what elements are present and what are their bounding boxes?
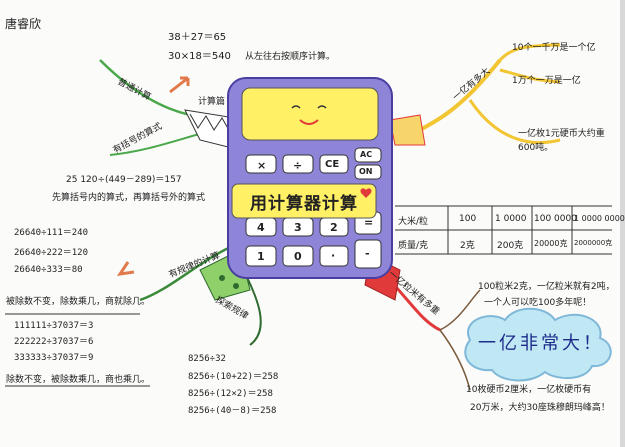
key-equals: = <box>364 216 374 229</box>
key-0: 0 <box>294 250 302 263</box>
center-title: 用计算器计算 <box>250 193 358 214</box>
key-2: 2 <box>330 221 338 234</box>
table-header-1: 100 <box>459 214 477 224</box>
arrow-down-icon <box>116 261 135 276</box>
branch-ordinary-line <box>99 59 241 122</box>
table-cell-1: 2克 <box>460 241 475 251</box>
rice-table-grid <box>395 205 612 255</box>
ordinary-line-1: 38＋27＝65 <box>168 32 227 43</box>
billion-fact-3: 一亿枚1元硬币大约重600吨。 <box>518 129 605 153</box>
division-c-line-1: 8256÷32 <box>188 354 226 364</box>
key-minus: - <box>365 247 370 260</box>
division-b-line-1: 111111÷37037＝3 <box>14 321 94 331</box>
ordinary-line-2: 30×18＝540 <box>168 51 231 62</box>
key-divide: ÷ <box>293 159 303 172</box>
author-name: 唐睿欣 <box>5 17 42 31</box>
division-a-rule: 被除数不变，除数乘几，商就除几。 <box>6 297 151 307</box>
key-multiply: × <box>257 159 267 172</box>
key-4: 4 <box>257 221 265 234</box>
brackets-line: 25 120÷(449－289)＝157 <box>66 175 182 185</box>
heart-icon <box>360 188 372 198</box>
label-calc-chapter: 计算篇 <box>198 97 226 107</box>
calculator-keys <box>245 147 382 269</box>
division-a-line-1: 26640÷111＝240 <box>14 228 89 238</box>
division-b-line-2: 222222÷37037＝6 <box>14 337 94 347</box>
heart-pattern-shape <box>389 114 426 146</box>
cloud-text: 一亿非常大！ <box>478 333 604 354</box>
table-header-4: 1 0000 0000 <box>574 214 625 223</box>
table-cell-3: 20000克 <box>534 239 568 248</box>
key-on: ON <box>359 167 373 176</box>
table-cell-2: 200克 <box>497 241 524 251</box>
division-c-line-4: 8256÷(40－8)＝258 <box>188 406 277 416</box>
cloud-shape <box>464 307 612 382</box>
division-a-line-2: 26640÷222＝120 <box>14 248 89 258</box>
billion-fact-2: 1万个一万是一亿 <box>512 76 581 86</box>
division-a-line-3: 26640÷333＝80 <box>14 265 83 275</box>
table-cell-4: 2000000克 <box>574 239 613 247</box>
division-b-rule: 除数不变，被除数乘几，商也乘几。 <box>6 375 151 385</box>
key-ce: CE <box>325 159 340 170</box>
coin-note-2: 20万米，大约30座珠穆朗玛峰高！ <box>470 403 610 413</box>
billion-fact-1: 10个一千万是一个亿 <box>512 43 596 53</box>
coin-note-1: 10枚硬币2厘米，一亿枚硬币有 <box>466 385 592 395</box>
rice-note-1: 100粒米2克，一亿粒米就有2吨， <box>478 282 615 292</box>
brackets-note: 先算括号内的算式，再算括号外的算式 <box>52 193 206 203</box>
calculator-screen <box>241 87 379 141</box>
division-b-line-3: 333333÷37037＝9 <box>14 353 94 363</box>
table-header-3: 100 0000 <box>534 214 577 224</box>
rice-note-2: 一个人可以吃100多年呢！ <box>484 298 592 308</box>
smile-icon <box>299 119 319 125</box>
key-ac: AC <box>360 150 373 159</box>
key-3: 3 <box>294 221 302 234</box>
table-row-label: 质量/克 <box>398 241 429 251</box>
table-header-rice: 大米/粒 <box>398 217 429 227</box>
table-header-2: 1 0000 <box>495 214 527 224</box>
title-banner <box>231 183 377 219</box>
division-c-line-2: 8256÷(10+22)＝258 <box>188 372 279 382</box>
key-dot: · <box>331 249 336 262</box>
ordinary-note: 从左往右按顺序计算。 <box>245 52 336 62</box>
division-c-line-3: 8256÷(12×2)＝258 <box>188 389 273 399</box>
key-1: 1 <box>257 250 265 263</box>
arrow-up-icon <box>169 76 190 94</box>
